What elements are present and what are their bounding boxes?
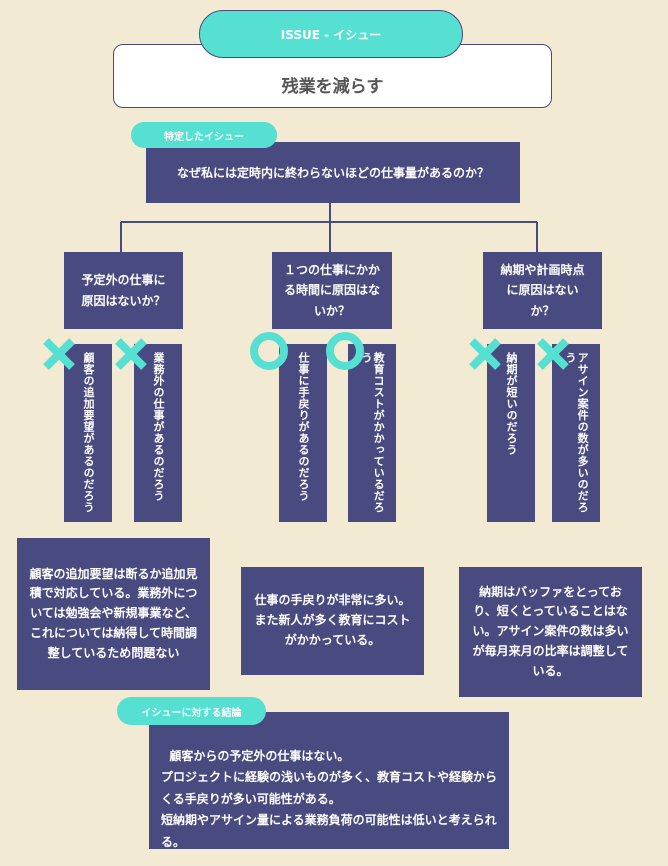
hypothesis-3-2: アサイン案件の数が多いのだろう [552,344,600,522]
finding-3-text: 納期はバッファをとっており、短くとっていることはない。アサイン案件の数は多いが毎… [472,584,629,678]
finding-2-text: 仕事の手戻りが非常に多い。また新人が多く教育にコストがかかっている。 [254,593,411,647]
conclusion-box: 顧客からの予定外の仕事はない。 プロジェクトに経験の浅いものが多く、教育コストや… [149,712,509,849]
circle-icon [250,332,288,370]
issue-title: 残業を減らす [281,76,384,97]
hypothesis-3-2-text: アサイン案件の数が多いのだろう [564,352,590,513]
branch-title-1: 予定外の仕事に原因はないか？ [64,252,183,329]
hypothesis-3-1-text: 納期が短いのだろう [505,352,519,456]
hypothesis-2-2-text: 教育コストがかかっているだろう [360,352,386,513]
circle-icon [326,332,364,370]
hypothesis-3-1: 納期が短いのだろう [487,344,535,522]
specified-question: なぜ私には定時内に終わらないほどの仕事量があるのか？ [176,166,489,180]
issue-label-pill: ISSUE - イシュー [199,10,463,58]
finding-2: 仕事の手戻りが非常に多い。また新人が多く教育にコストがかかっている。 [241,567,424,675]
branch-title-3-text: 納期や計画時点に原因はないか？ [500,262,585,318]
branch-title-2: １つの仕事にかかる時間に原因はないか？ [272,252,392,329]
hypothesis-1-1-text: 顧客の追加要望があるのだろう [82,352,96,513]
cross-icon [115,338,147,370]
specified-label: 特定したイシュー [164,131,244,143]
branch-title-2-text: １つの仕事にかかる時間に原因はないか？ [283,262,380,318]
issue-label: ISSUE - イシュー [280,27,382,42]
finding-1-text: 顧客の追加要望は断るか追加見積で対応している。業務外については勉強会や新規事業な… [29,566,198,660]
conclusion-label: イシューに対する結論 [141,707,242,719]
specified-question-box: なぜ私には定時内に終わらないほどの仕事量があるのか？ [146,142,520,203]
hypothesis-2-2: 教育コストがかかっているだろう [348,344,396,522]
branch-title-3: 納期や計画時点に原因はないか？ [483,252,602,329]
hypothesis-1-2-text: 業務外の仕事があるのだろう [152,352,166,502]
cross-icon [43,338,75,370]
hypothesis-1-1: 顧客の追加要望があるのだろう [64,344,112,522]
conclusion-label-pill: イシューに対する結論 [117,697,266,725]
hypothesis-2-1-text: 仕事に手戻りがあるのだろう [297,352,311,502]
finding-1: 顧客の追加要望は断るか追加見積で対応している。業務外については勉強会や新規事業な… [17,538,210,690]
branch-title-1-text: 予定外の仕事に原因はないか？ [81,273,166,308]
hypothesis-1-2: 業務外の仕事があるのだろう [134,344,182,522]
finding-3: 納期はバッファをとっており、短くとっていることはない。アサイン案件の数は多いが毎… [459,567,642,697]
cross-icon [537,338,569,370]
cross-icon [469,338,501,370]
hypothesis-2-1: 仕事に手戻りがあるのだろう [279,344,327,522]
specified-label-pill: 特定したイシュー [131,122,277,148]
conclusion-text: 顧客からの予定外の仕事はない。 プロジェクトに経験の浅いものが多く、教育コストや… [161,748,498,849]
